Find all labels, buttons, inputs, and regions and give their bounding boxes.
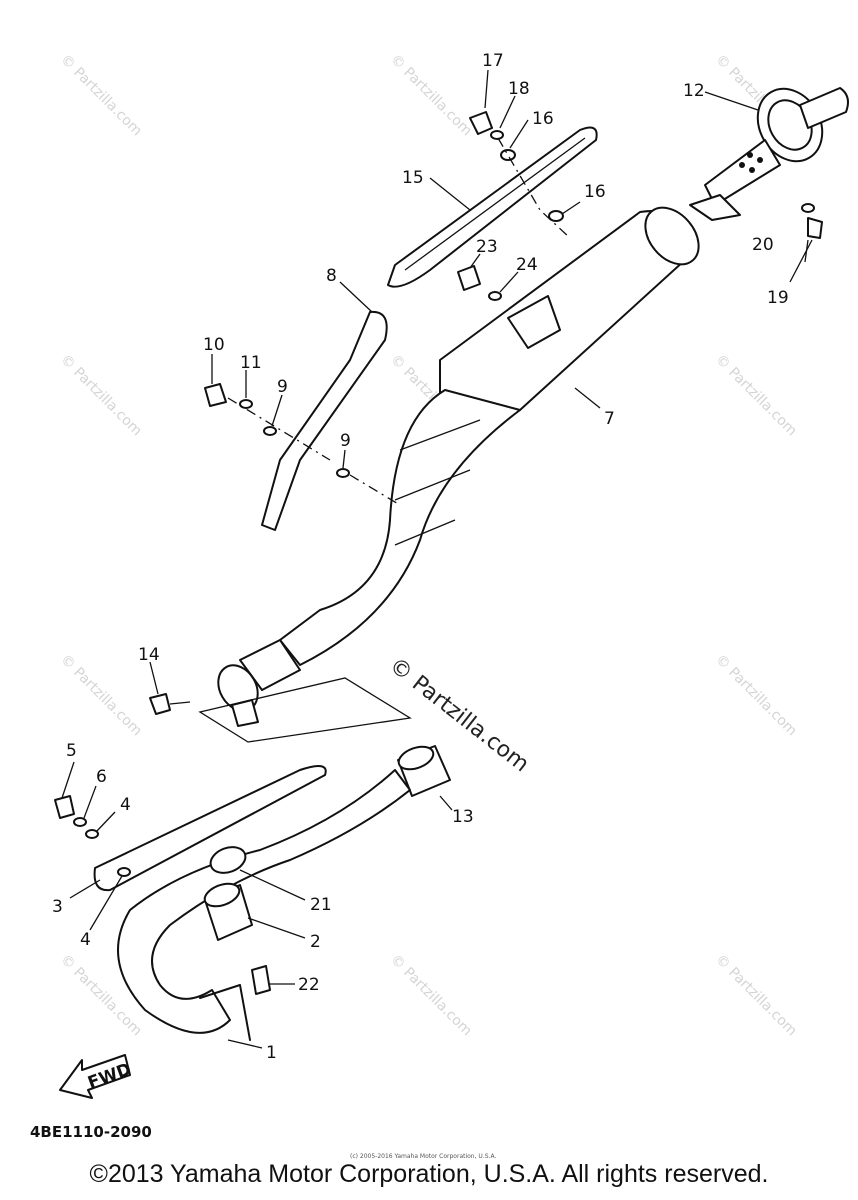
watermark: © Partzilla.com bbox=[712, 952, 800, 1040]
callout-17: 17 bbox=[482, 51, 504, 71]
callout-labels: 1 2 3 4 4 5 6 7 8 9 9 10 11 12 13 14 15 … bbox=[52, 51, 789, 1063]
watermark: © Partzilla.com bbox=[387, 52, 475, 140]
callout-16b: 16 bbox=[584, 182, 606, 202]
bolt-10 bbox=[204, 383, 227, 407]
washer-18 bbox=[490, 130, 504, 140]
callout-15: 15 bbox=[402, 168, 424, 188]
callout-1: 1 bbox=[266, 1043, 277, 1063]
fwd-arrow-icon: FWD bbox=[59, 1054, 134, 1099]
callout-10: 10 bbox=[203, 335, 225, 355]
bolt-17 bbox=[469, 111, 493, 135]
bolt-19 bbox=[807, 217, 823, 239]
callout-8: 8 bbox=[326, 266, 337, 286]
diagram-part-number: 4BE1110-2090 bbox=[30, 1123, 152, 1141]
callout-11: 11 bbox=[240, 353, 262, 373]
watermark: © Partzilla.com bbox=[712, 352, 800, 440]
callout-2: 2 bbox=[310, 932, 321, 952]
washer-24 bbox=[488, 291, 502, 301]
washer-4a bbox=[85, 829, 99, 839]
bolt-14 bbox=[149, 693, 171, 715]
callout-13: 13 bbox=[452, 807, 474, 827]
callout-6: 6 bbox=[96, 767, 107, 787]
callout-4b: 4 bbox=[80, 930, 91, 950]
leader-lines bbox=[61, 69, 813, 1049]
callout-7: 7 bbox=[604, 409, 615, 429]
callout-24: 24 bbox=[516, 255, 538, 275]
washer-9b bbox=[336, 468, 350, 478]
callout-19: 19 bbox=[767, 288, 789, 308]
callout-9b: 9 bbox=[340, 431, 351, 451]
callout-3: 3 bbox=[52, 897, 63, 917]
washer-4b bbox=[117, 867, 131, 877]
part-15-protector bbox=[387, 126, 598, 288]
part-12-tail-cap bbox=[689, 87, 849, 221]
callout-23: 23 bbox=[476, 237, 498, 257]
copyright-notice: ©2013 Yamaha Motor Corporation, U.S.A. A… bbox=[89, 1160, 769, 1188]
callout-16a: 16 bbox=[532, 109, 554, 129]
watermark: © Partzilla.com bbox=[712, 652, 800, 740]
part-7-muffler bbox=[217, 206, 700, 727]
callout-12: 12 bbox=[683, 81, 705, 101]
watermark: © Partzilla.com bbox=[57, 352, 145, 440]
part-1-exhaust-pipe bbox=[117, 769, 411, 1034]
callout-20: 20 bbox=[752, 235, 774, 255]
callout-14: 14 bbox=[138, 645, 160, 665]
washer-6 bbox=[73, 817, 87, 827]
collar-16b bbox=[548, 210, 564, 222]
callout-22: 22 bbox=[298, 975, 320, 995]
tiny-copyright-note: (c) 2005-2016 Yamaha Motor Corporation, … bbox=[350, 1153, 497, 1160]
part-21-gasket bbox=[209, 846, 247, 874]
washer-11 bbox=[239, 399, 253, 409]
collar-16a bbox=[500, 149, 516, 161]
callout-18: 18 bbox=[508, 79, 530, 99]
watermark: © Partzilla.com bbox=[387, 952, 475, 1040]
washer-9a bbox=[263, 426, 277, 436]
bolt-5 bbox=[54, 795, 75, 819]
part-3-protector bbox=[93, 765, 327, 892]
callout-5: 5 bbox=[66, 741, 77, 761]
watermark: © Partzilla.com bbox=[57, 652, 145, 740]
washer-20 bbox=[801, 203, 815, 213]
callout-9a: 9 bbox=[277, 377, 288, 397]
watermark: © Partzilla.com bbox=[57, 52, 145, 140]
callout-4a: 4 bbox=[120, 795, 131, 815]
bolt-22 bbox=[251, 965, 271, 995]
bolt-23 bbox=[457, 265, 481, 291]
joint-bracket-lines bbox=[198, 677, 412, 743]
callout-21: 21 bbox=[310, 895, 332, 915]
part-8-protector bbox=[261, 310, 388, 531]
